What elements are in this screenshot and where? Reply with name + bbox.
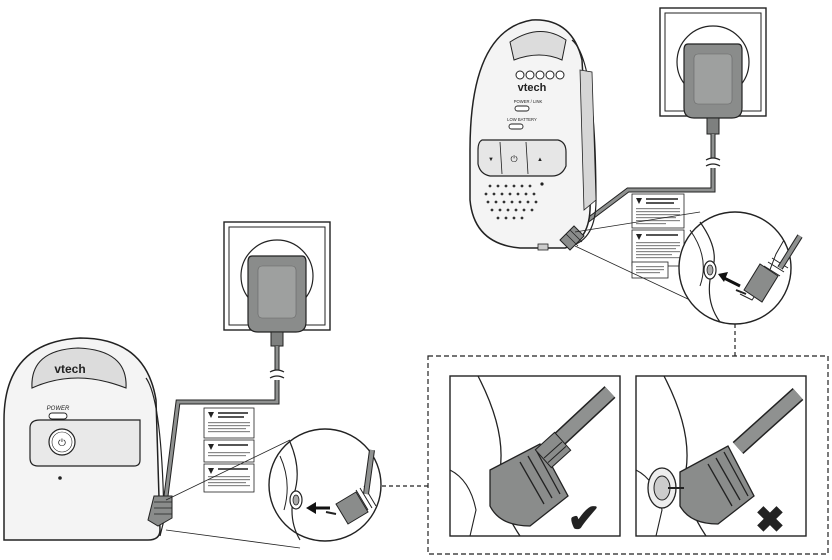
parent-unit: vtech POWER / LINK LOW BATTERY ▼ ⏻ ▲ [469,19,597,251]
baby-unit-power-button-glyph: ⏻ [58,438,66,449]
cable-plug-baby-unit [147,495,173,527]
adapter-cable-bottom [163,346,285,497]
baby-unit-power-led [48,412,68,420]
correct-mark: ✔ [567,497,601,541]
parent-unit-brand: vtech [518,82,547,94]
adapter-cable-top [570,134,721,234]
parent-unit-indicator-dots [515,70,565,80]
correct-connection-panel: ✔ [449,375,621,541]
baby-unit-power-label: POWER [47,406,70,412]
parent-unit-volume-down-button[interactable]: ▼ [488,157,494,163]
parent-unit-speaker-grille [484,184,538,220]
parent-unit-battery-led [508,123,524,130]
parent-unit-power-led [514,105,530,112]
zoom-detail-baby-jack [165,428,382,549]
baby-unit-brand: vtech [54,362,85,376]
parent-unit-power-button[interactable]: ⏻ [510,154,517,164]
cable-plug-parent-unit [559,225,585,251]
parent-unit-power-label: POWER / LINK [514,99,543,104]
parent-unit-battery-label: LOW BATTERY [507,117,537,122]
power-adapter-bottom [247,255,307,347]
incorrect-connection-panel: ✖ [635,375,807,540]
baby-unit-power-button[interactable] [48,428,76,456]
power-adapter-top [683,43,743,135]
detail-box [427,355,829,555]
parent-unit-volume-up-button[interactable]: ▲ [537,157,543,163]
zoom-detail-parent-jack [574,211,803,325]
incorrect-mark: ✖ [755,499,785,540]
warning-tag-bottom [203,407,255,493]
warning-tag-top [631,193,685,279]
baby-unit: vtech POWER ⏻ [3,337,165,541]
